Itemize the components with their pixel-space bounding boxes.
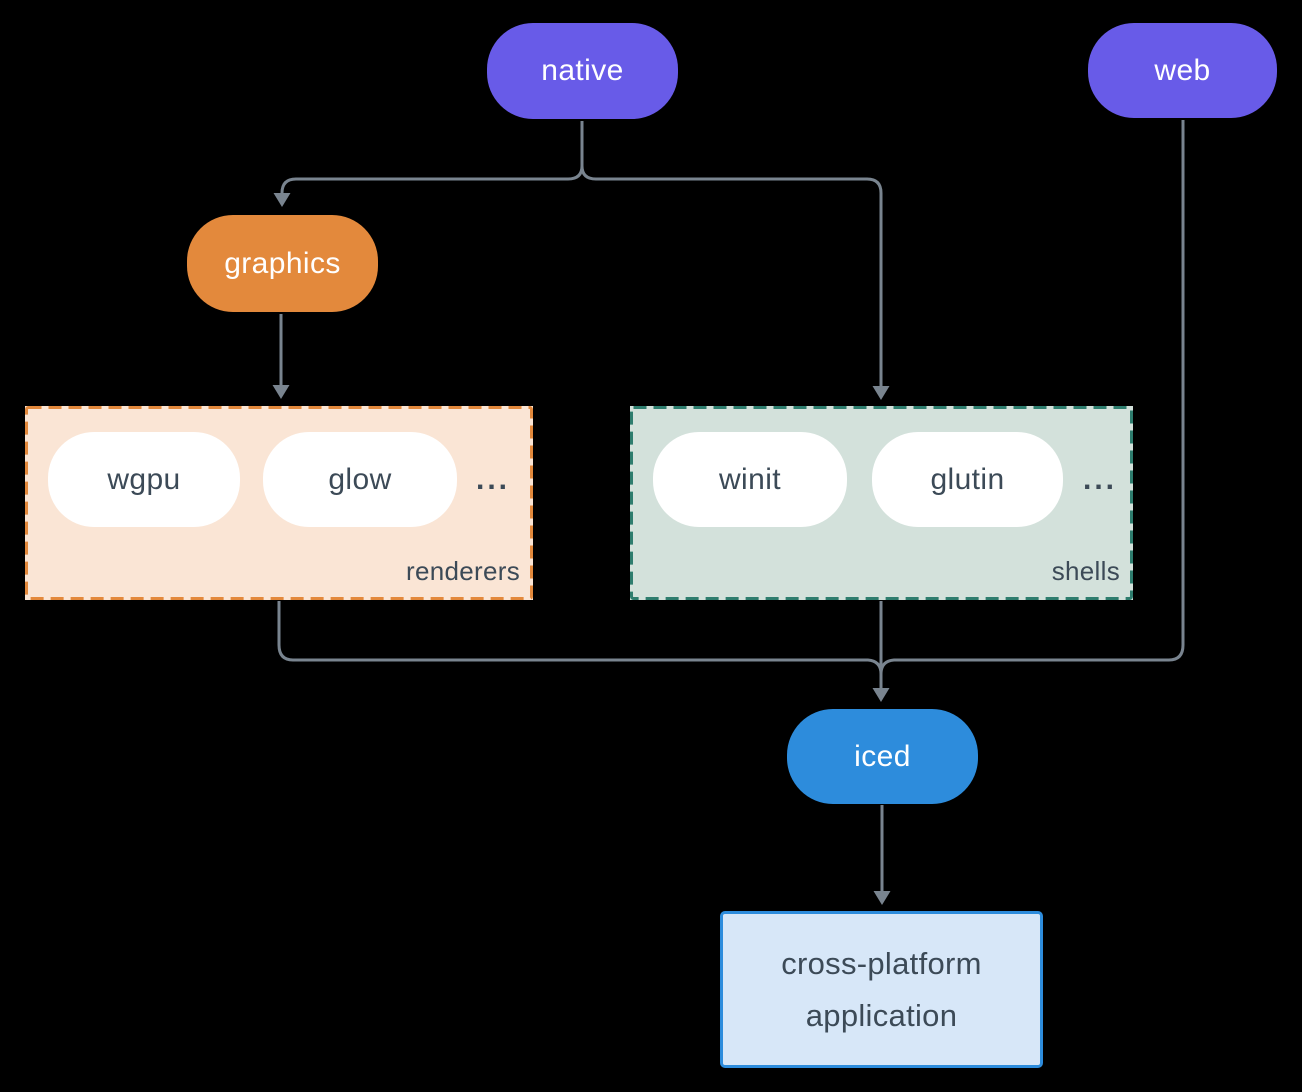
shells-ellipsis: ... bbox=[1082, 462, 1117, 496]
arrowhead-graphics bbox=[273, 193, 291, 207]
node-glow: glow bbox=[263, 432, 457, 527]
node-glutin: glutin bbox=[872, 432, 1063, 527]
arrowhead-iced bbox=[872, 688, 890, 702]
node-glutin-label: glutin bbox=[930, 462, 1005, 496]
group-renderers-label: renderers bbox=[406, 556, 520, 586]
node-web: web bbox=[1088, 23, 1277, 118]
node-graphics-label: graphics bbox=[224, 246, 341, 280]
group-shells-label: shells bbox=[1051, 556, 1120, 586]
node-winit-label: winit bbox=[718, 462, 781, 496]
node-native: native bbox=[487, 23, 678, 119]
arrowhead-application bbox=[873, 891, 891, 905]
node-native-label: native bbox=[541, 54, 624, 87]
node-glow-label: glow bbox=[328, 462, 392, 496]
group-shells: winit glutin ... shells bbox=[630, 406, 1133, 600]
node-wgpu-label: wgpu bbox=[107, 462, 181, 496]
node-wgpu: wgpu bbox=[48, 432, 240, 527]
node-iced-label: iced bbox=[854, 739, 911, 773]
node-graphics: graphics bbox=[187, 215, 378, 312]
application-label-line1: cross-platform bbox=[781, 945, 982, 981]
edge-native-to-graphics bbox=[280, 121, 584, 195]
node-winit: winit bbox=[653, 432, 847, 527]
edge-native-to-shells bbox=[580, 121, 883, 387]
group-shells-dashed-border bbox=[630, 406, 1133, 600]
arrowhead-renderers bbox=[272, 385, 290, 399]
group-renderers: wgpu glow ... renderers bbox=[25, 406, 533, 600]
edge-renderers-to-iced bbox=[277, 601, 883, 675]
group-renderers-dashed-border bbox=[25, 406, 533, 600]
node-application: cross-platform application bbox=[720, 911, 1043, 1068]
arrowhead-shells bbox=[872, 386, 890, 400]
node-web-label: web bbox=[1154, 53, 1211, 87]
node-iced: iced bbox=[787, 709, 978, 804]
application-label-line2: application bbox=[805, 997, 958, 1033]
renderers-ellipsis: ... bbox=[475, 462, 510, 496]
